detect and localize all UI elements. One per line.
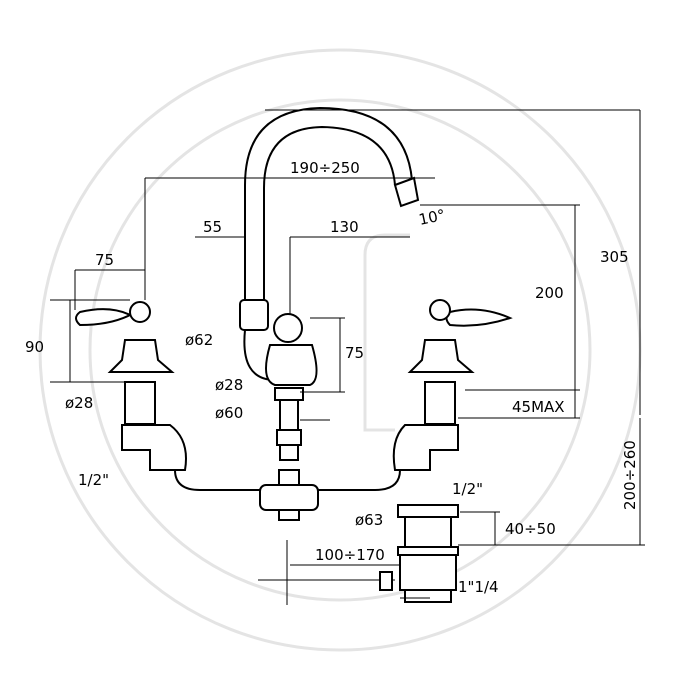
dim-spout-height: 200 bbox=[535, 284, 564, 302]
dim-handle-height: 90 bbox=[25, 338, 44, 356]
dim-base-diameter-mid: ø28 bbox=[215, 376, 243, 394]
center-body bbox=[265, 313, 318, 521]
right-valve bbox=[318, 299, 513, 491]
dim-waste-thread: 1"1/4 bbox=[458, 578, 499, 596]
dim-base-diameter-left: ø28 bbox=[65, 394, 93, 412]
dim-spout-angle: 10° bbox=[417, 206, 447, 229]
dim-pipe-left: 1/2" bbox=[78, 471, 109, 489]
dim-install-height: 200÷260 bbox=[621, 440, 639, 510]
dim-rod-range: 100÷170 bbox=[315, 546, 385, 564]
dim-waste-range: 40÷50 bbox=[505, 520, 556, 538]
dim-total-height: 305 bbox=[600, 248, 629, 266]
dim-handle-length: 75 bbox=[95, 251, 114, 269]
dim-spout-center: 130 bbox=[330, 218, 359, 236]
dimension-lines bbox=[50, 109, 645, 599]
dim-pipe-right: 1/2" bbox=[452, 480, 483, 498]
dim-body-height: 75 bbox=[345, 344, 364, 362]
dim-deck-thickness: 45MAX bbox=[512, 398, 565, 416]
dimension-labels: 190÷250 75 90 55 130 10° 305 200 ø62 75 … bbox=[25, 159, 639, 596]
dim-flange-diameter: ø60 bbox=[215, 404, 243, 422]
dim-body-diameter: ø62 bbox=[185, 331, 213, 349]
pop-up-waste bbox=[258, 484, 459, 605]
left-valve bbox=[75, 301, 260, 491]
spout bbox=[239, 106, 420, 381]
dim-spout-offset: 55 bbox=[203, 218, 222, 236]
dim-spout-reach: 190÷250 bbox=[290, 159, 360, 177]
dim-waste-diameter: ø63 bbox=[355, 511, 383, 529]
